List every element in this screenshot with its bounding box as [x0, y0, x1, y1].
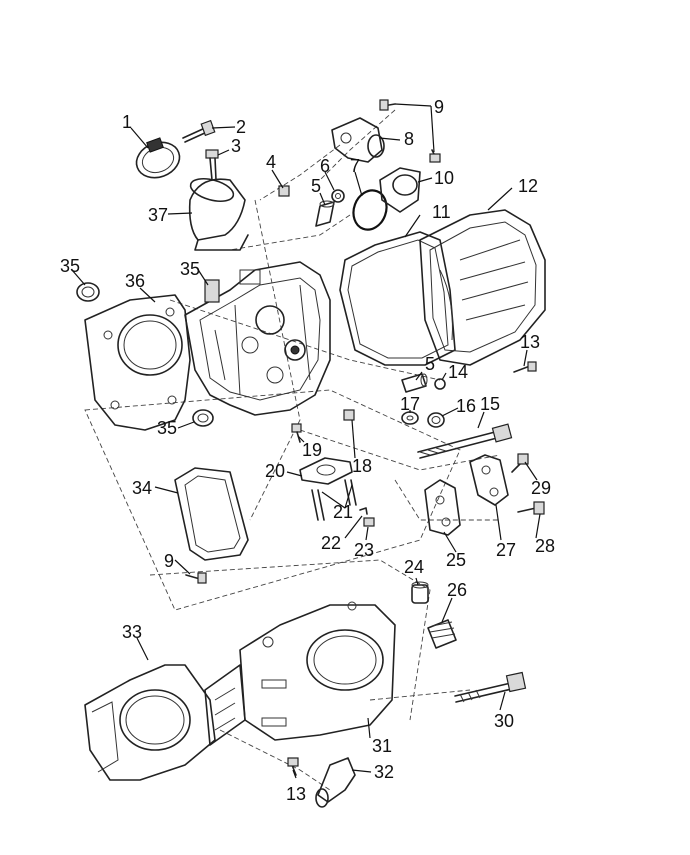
intake-boot-part	[188, 177, 249, 251]
callout-2: 2	[236, 117, 246, 137]
seal-part	[76, 282, 214, 427]
callout-24: 24	[404, 557, 424, 577]
callout-5: 5	[311, 176, 321, 196]
callout-9-second: 9	[164, 551, 174, 571]
cylinder-stud-part	[454, 671, 527, 703]
callout-29: 29	[531, 478, 551, 498]
bracket-left-part	[424, 479, 461, 536]
plug-part	[278, 185, 290, 197]
cylinder-head-part	[184, 261, 331, 416]
callout-9: 9	[434, 97, 444, 117]
callout-13: 13	[520, 332, 540, 352]
stud-pair-part	[311, 479, 357, 521]
callout-19: 19	[302, 440, 322, 460]
callout-28: 28	[535, 536, 555, 556]
threaded-fitting-part	[427, 619, 457, 649]
callout-35-second: 35	[180, 259, 200, 279]
lower-bolt-part	[185, 572, 299, 776]
thermostat-housing-part	[379, 167, 421, 213]
callout-22: 22	[321, 533, 341, 553]
callout-3: 3	[231, 136, 241, 156]
callout-1: 1	[122, 112, 132, 132]
elbow-fitting-part	[331, 117, 385, 163]
callout-10: 10	[434, 168, 454, 188]
flange-gasket-part	[299, 457, 353, 485]
small-dowel-part	[401, 373, 428, 393]
head-gasket-part	[84, 294, 191, 431]
callout-32: 32	[374, 762, 394, 782]
callout-8: 8	[404, 129, 414, 149]
callout-21: 21	[333, 502, 353, 522]
spring-part	[427, 412, 445, 428]
callout-14: 14	[448, 362, 468, 382]
callout-33: 33	[122, 622, 142, 642]
callout-4: 4	[266, 152, 276, 172]
retainer-part	[363, 517, 375, 527]
guide-part	[343, 409, 355, 421]
bolt-pair-part	[379, 99, 441, 163]
callout-35: 35	[60, 256, 80, 276]
clamp-part	[135, 137, 181, 179]
clip-part	[359, 507, 368, 515]
small-nut-part	[434, 378, 446, 390]
callout-7: 7	[350, 156, 360, 176]
callout-36: 36	[125, 271, 145, 291]
base-gasket-part	[84, 664, 216, 781]
callout-labels: 1 2 3 4 5 6 7 8 9 10 11 12 13 5 14 15 16…	[60, 97, 555, 804]
callout-25: 25	[446, 550, 466, 570]
callout-16: 16	[456, 396, 476, 416]
callout-6: 6	[320, 156, 330, 176]
bracket-bolt-part	[511, 453, 545, 515]
nut-part	[331, 189, 345, 203]
callout-20: 20	[265, 461, 285, 481]
callout-11: 11	[432, 202, 451, 222]
leader-lines	[71, 103, 541, 779]
callout-26: 26	[447, 580, 467, 600]
callout-30: 30	[494, 711, 514, 731]
callout-35-third: 35	[157, 418, 177, 438]
callout-37: 37	[148, 205, 168, 225]
o-ring-part	[352, 189, 388, 231]
coolant-elbow-part	[315, 757, 356, 808]
valve-cover-part	[419, 209, 546, 366]
bolt-part	[182, 119, 216, 143]
cylinder-dowel-part	[411, 581, 429, 604]
callout-15: 15	[480, 394, 500, 414]
dowel-part	[315, 200, 335, 227]
cover-bolt-part	[513, 361, 537, 373]
callout-34: 34	[132, 478, 152, 498]
bracket-right-part	[469, 454, 509, 506]
screw-part	[205, 149, 219, 181]
callout-17: 17	[400, 394, 420, 414]
callout-18: 18	[352, 456, 372, 476]
exhaust-gasket-part	[174, 467, 249, 561]
callout-12: 12	[518, 176, 538, 196]
short-bolt-part	[291, 423, 302, 443]
valve-cover-gasket-part	[339, 231, 456, 366]
cylinder-part	[204, 601, 396, 746]
callout-5-second: 5	[425, 354, 435, 374]
callout-23: 23	[354, 540, 374, 560]
callout-13-second: 13	[286, 784, 306, 804]
callout-27: 27	[496, 540, 516, 560]
callout-31: 31	[372, 736, 392, 756]
long-bolt-part	[417, 423, 513, 459]
